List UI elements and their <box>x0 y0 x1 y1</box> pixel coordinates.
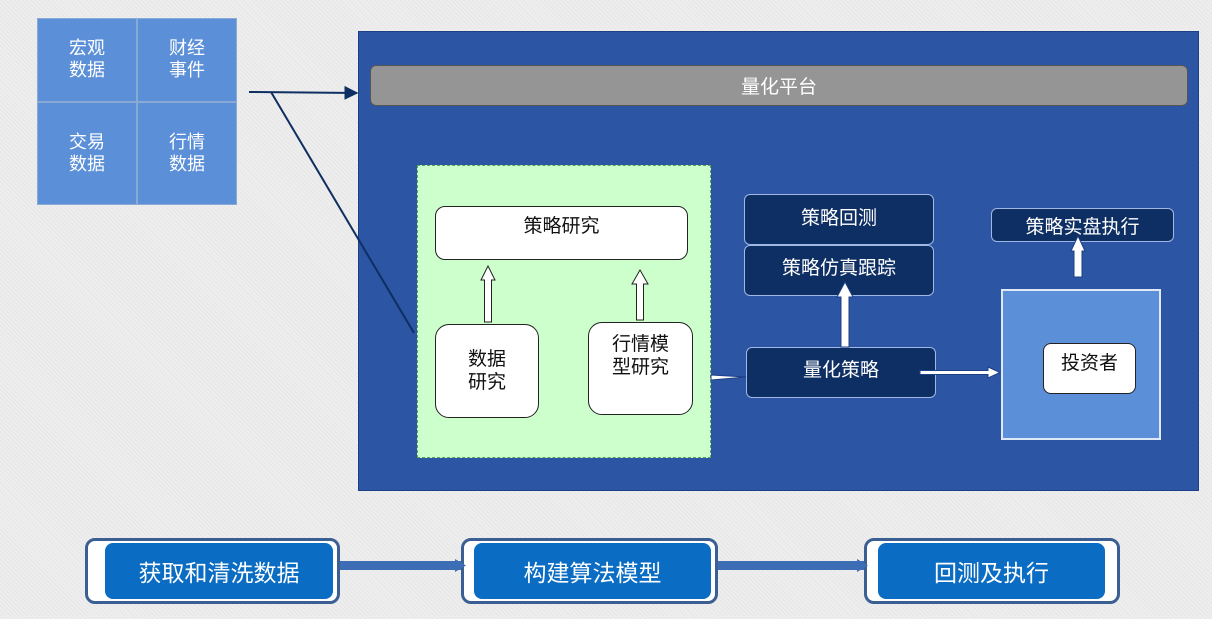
process-step-2-inner: 构建算法模型 <box>474 543 711 599</box>
process-connector-1 <box>338 561 466 570</box>
process-step-1-inner: 获取和清洗数据 <box>105 543 333 599</box>
strategy-simulation-label: 策略仿真跟踪 <box>781 257 896 279</box>
live-execution-box: 策略实盘执行 <box>991 208 1174 242</box>
data-research-up-arrow <box>480 264 496 323</box>
investor-label: 投资者 <box>1060 352 1118 374</box>
quant-strategy-label: 量化策略 <box>802 359 879 381</box>
source-trade-data-label: 交易 数据 <box>69 131 105 175</box>
source-market-data: 行情 数据 <box>137 102 237 205</box>
process-arrow-2-head <box>857 559 868 572</box>
strategy-to-investor-arrow <box>919 366 1002 379</box>
strategy-to-simulation-arrow <box>836 280 854 348</box>
market-model-research-label: 行情模 型研究 <box>611 333 669 378</box>
process-step-3-inner: 回测及执行 <box>878 543 1105 599</box>
source-market-data-label: 行情 数据 <box>169 131 205 175</box>
investor-box: 投资者 <box>1043 343 1136 394</box>
strategy-simulation-box: 策略仿真跟踪 <box>744 245 934 296</box>
research-to-strategy-arrow <box>710 374 747 381</box>
market-model-research-box: 行情模 型研究 <box>588 322 693 415</box>
source-to-research-line <box>270 91 415 334</box>
market-model-up-arrow <box>631 268 649 321</box>
process-step-3-label: 回测及执行 <box>934 561 1049 587</box>
process-arrow-1-head <box>455 559 466 572</box>
source-to-platform-arrow <box>248 85 359 100</box>
investor-to-execution-arrow <box>1070 234 1086 278</box>
process-step-1-label: 获取和清洗数据 <box>138 561 300 587</box>
quant-strategy-box: 量化策略 <box>746 347 936 398</box>
source-trade-data: 交易 数据 <box>37 102 137 205</box>
strategy-backtest-box: 策略回测 <box>744 194 934 245</box>
strategy-research-label: 策略研究 <box>523 215 600 237</box>
strategy-backtest-label: 策略回测 <box>800 207 877 229</box>
platform-title-bar: 量化平台 <box>370 65 1188 106</box>
live-execution-label: 策略实盘执行 <box>1025 215 1140 238</box>
source-financial-events: 财经 事件 <box>137 18 237 102</box>
platform-title: 量化平台 <box>740 76 817 98</box>
data-research-label: 数据 研究 <box>467 348 506 393</box>
source-financial-events-label: 财经 事件 <box>169 38 205 81</box>
process-connector-2 <box>716 561 868 570</box>
source-macro-data: 宏观 数据 <box>37 18 137 102</box>
data-research-box: 数据 研究 <box>435 324 539 418</box>
source-macro-data-label: 宏观 数据 <box>69 38 105 81</box>
strategy-research-box: 策略研究 <box>435 206 688 260</box>
process-step-2-label: 构建算法模型 <box>523 561 662 587</box>
